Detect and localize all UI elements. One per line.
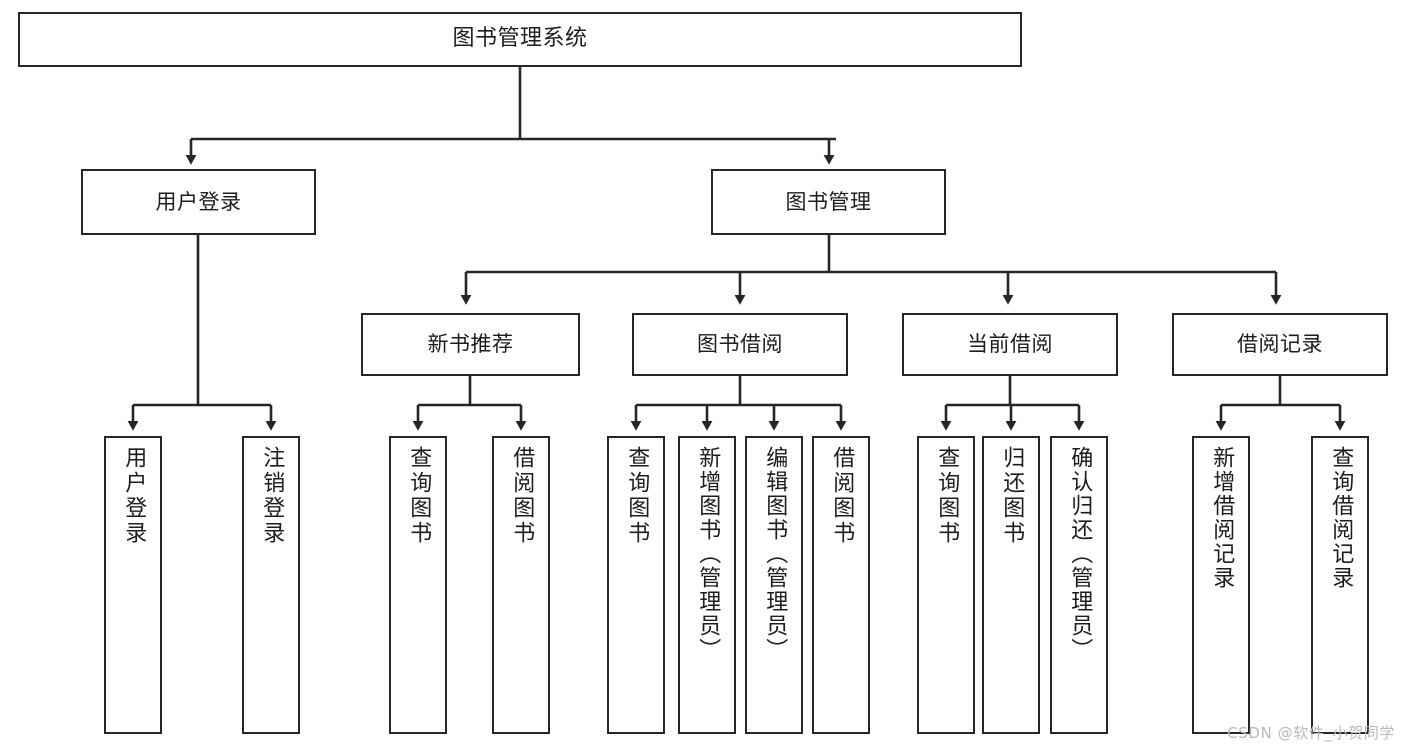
node-root[interactable]: 图书管理系统 [18, 12, 1022, 67]
leaf-book-borrow-edit[interactable]: 编辑图书（管理员） [745, 436, 803, 734]
leaf-borrow-record-query-label: 查询借阅记录 [1328, 446, 1354, 590]
node-current-borrow-label: 当前借阅 [967, 332, 1053, 357]
node-borrow-record[interactable]: 借阅记录 [1172, 313, 1388, 376]
node-user-login[interactable]: 用户登录 [81, 169, 316, 235]
leaf-current-borrow-query[interactable]: 查询图书 [917, 436, 975, 734]
leaf-borrow-record-add[interactable]: 新增借阅记录 [1192, 436, 1250, 734]
leaf-current-borrow-return-label: 归还图书 [999, 446, 1025, 546]
leaf-new-book-borrow-label: 借阅图书 [509, 446, 535, 546]
node-book-borrow[interactable]: 图书借阅 [632, 313, 848, 376]
watermark-text: CSDN @软件_小贺同学 [1227, 724, 1395, 742]
leaf-book-borrow-edit-label: 编辑图书（管理员） [762, 446, 788, 662]
node-book-borrow-label: 图书借阅 [697, 332, 783, 357]
leaf-book-borrow-query-label: 查询图书 [624, 446, 650, 546]
leaf-book-borrow-query[interactable]: 查询图书 [607, 436, 665, 734]
leaf-borrow-record-add-label: 新增借阅记录 [1209, 446, 1235, 590]
node-root-label: 图书管理系统 [452, 26, 588, 52]
leaf-current-borrow-return[interactable]: 归还图书 [982, 436, 1040, 734]
leaf-new-book-borrow[interactable]: 借阅图书 [492, 436, 550, 734]
node-book-management-label: 图书管理 [785, 189, 872, 214]
node-new-book-recommend[interactable]: 新书推荐 [361, 313, 580, 376]
leaf-user-login-signout[interactable]: 注销登录 [242, 436, 300, 734]
node-current-borrow[interactable]: 当前借阅 [902, 313, 1118, 376]
leaf-new-book-query[interactable]: 查询图书 [389, 436, 447, 734]
leaf-current-borrow-confirm-label: 确认归还（管理员） [1067, 446, 1093, 662]
leaf-book-borrow-add[interactable]: 新增图书（管理员） [678, 436, 736, 734]
leaf-borrow-record-query[interactable]: 查询借阅记录 [1311, 436, 1369, 734]
leaf-current-borrow-confirm[interactable]: 确认归还（管理员） [1050, 436, 1108, 734]
leaf-book-borrow-borrow-label: 借阅图书 [829, 446, 855, 546]
node-borrow-record-label: 借阅记录 [1237, 332, 1323, 357]
leaf-user-login-signout-label: 注销登录 [259, 446, 285, 546]
leaf-current-borrow-query-label: 查询图书 [934, 446, 960, 546]
node-book-management[interactable]: 图书管理 [711, 169, 946, 235]
leaf-user-login-signin-label: 用户登录 [121, 446, 147, 546]
leaf-user-login-signin[interactable]: 用户登录 [104, 436, 162, 734]
node-user-login-label: 用户登录 [155, 189, 242, 214]
leaf-new-book-query-label: 查询图书 [406, 446, 432, 546]
leaf-book-borrow-add-label: 新增图书（管理员） [695, 446, 721, 662]
node-new-book-recommend-label: 新书推荐 [427, 332, 514, 357]
leaf-book-borrow-borrow[interactable]: 借阅图书 [812, 436, 870, 734]
